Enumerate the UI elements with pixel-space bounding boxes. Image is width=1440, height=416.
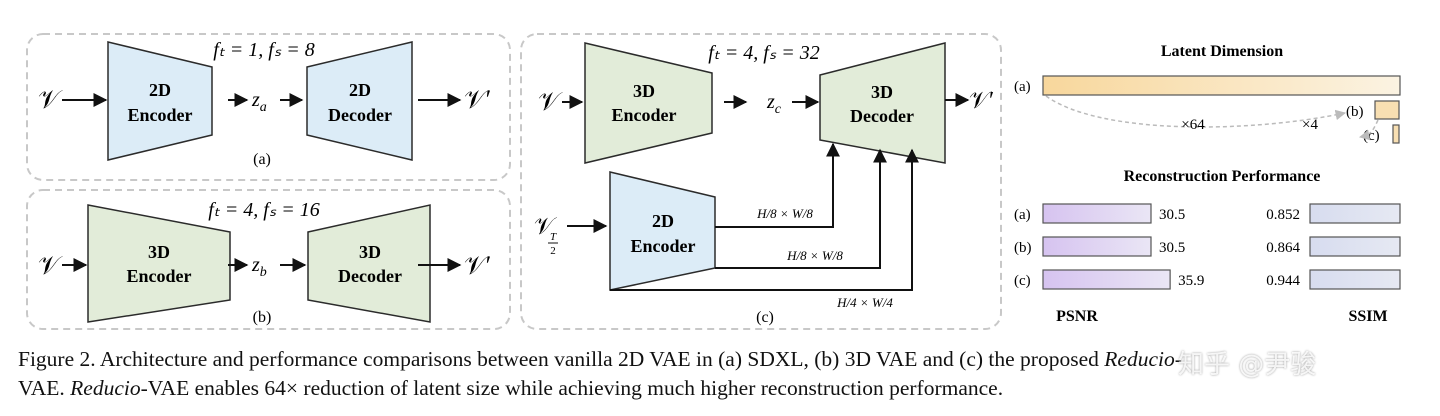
ssim-bar — [1309, 203, 1401, 224]
caption-line2-a: VAE. — [18, 376, 71, 400]
panel-c-decoder-line1: 3D — [871, 82, 893, 102]
panel-c-skip2-label: H/8 × W/8 — [786, 248, 843, 263]
panel-a-encoder — [107, 41, 213, 161]
panel-b-label: (b) — [253, 309, 272, 326]
psnr-label: PSNR — [1056, 308, 1098, 325]
psnr-value: 30.5 — [1159, 240, 1185, 256]
ssim-label: SSIM — [1348, 308, 1387, 325]
psnr-bar — [1042, 203, 1152, 224]
panel-a: fₜ = 1, fₛ = 8 𝒱 2D Encoder za 2D Decode… — [26, 33, 511, 181]
panel-c-encoder — [584, 42, 713, 164]
panel-c-params: fₜ = 4, fₛ = 32 — [708, 42, 819, 64]
reconstruction-rows: (a) 30.5 0.852 (b) 30.5 0.864 (c) 35.9 0.944 — [1014, 203, 1401, 290]
panel-c-frame — [520, 33, 1002, 330]
latent-curve-ab — [1045, 95, 1347, 128]
panel-b-decoder-line2: Decoder — [338, 266, 402, 286]
panel-a-decoder-line1: 2D — [349, 80, 371, 100]
caption-line2-c: -VAE enables 64× reduction of latent siz… — [140, 376, 1004, 400]
panel-c-encoder-line1: 3D — [633, 81, 655, 101]
ssim-value: 0.864 — [1266, 240, 1300, 256]
panel-c-encoder-line2: Encoder — [612, 105, 677, 125]
panel-c-label: (c) — [756, 309, 774, 326]
panel-a-decoder — [306, 41, 413, 161]
panel-c-input: 𝒱 — [538, 87, 563, 116]
panel-c-encoder2d-line1: 2D — [652, 211, 674, 231]
reconstruction-title: Reconstruction Performance — [1124, 168, 1321, 185]
caption-line2-b: Reducio — [70, 376, 141, 400]
psnr-bar — [1042, 269, 1171, 290]
ssim-bar — [1309, 269, 1401, 290]
panel-c-encoder2d — [609, 171, 716, 291]
panel-c-decoder-line2: Decoder — [850, 106, 914, 126]
panel-c-skip1-arrow — [715, 142, 840, 228]
panel-c: fₜ = 4, fₛ = 32 𝒱 3D Encoder zc 3D Decod… — [520, 33, 1002, 330]
panel-c-output: 𝒱′ — [969, 88, 994, 114]
panel-c-frame-sub-den: 2 — [550, 245, 556, 257]
panel-a-output: 𝒱′ — [464, 85, 491, 114]
latent-label-b: (b) — [1346, 104, 1364, 120]
latent-bar-c — [1392, 124, 1400, 144]
recon-row-label: (b) — [1014, 240, 1032, 256]
latent-dimension-chart: Latent Dimension (a) (b) (c) ×64 ×4 — [1014, 43, 1401, 144]
latent-bar-a — [1042, 75, 1401, 96]
panel-c-decoder — [819, 42, 946, 164]
panel-c-skip3-arrow — [610, 148, 919, 291]
latent-label-c: (c) — [1363, 128, 1380, 144]
panel-b-frame — [26, 189, 511, 330]
panel-b-input: 𝒱 — [38, 251, 63, 280]
recon-row-label: (a) — [1014, 207, 1031, 223]
caption-line1-c: - — [1174, 347, 1182, 371]
panel-b-encoder-line1: 3D — [148, 242, 170, 262]
panel-c-skip1-label: H/8 × W/8 — [756, 206, 813, 221]
panel-c-encoder2d-line2: Encoder — [631, 236, 696, 256]
panel-a-encoder-line1: 2D — [149, 80, 171, 100]
latent-label-a: (a) — [1014, 79, 1031, 95]
panel-c-skip2-arrow — [715, 148, 887, 269]
panel-a-label: (a) — [253, 151, 271, 168]
latent-ratio-ab: ×64 — [1181, 117, 1205, 133]
panel-c-latent: zc — [766, 91, 782, 117]
panel-b-latent: zb — [251, 254, 267, 280]
latent-bar-b — [1374, 100, 1400, 120]
panel-c-frame-sub-num: T — [550, 231, 557, 243]
psnr-value: 35.9 — [1178, 273, 1204, 289]
panel-a-params: fₜ = 1, fₛ = 8 — [213, 39, 314, 61]
panel-a-latent: za — [251, 89, 267, 115]
psnr-bar — [1042, 236, 1152, 257]
panel-b-decoder — [307, 204, 431, 323]
ssim-value: 0.852 — [1266, 207, 1300, 223]
latent-curve-bc — [1358, 119, 1379, 141]
watermark: 知乎 @尹骏 — [1178, 350, 1317, 380]
panel-a-encoder-line2: Encoder — [128, 105, 193, 125]
panel-b-params: fₜ = 4, fₛ = 16 — [208, 199, 319, 221]
recon-row-label: (c) — [1014, 273, 1031, 289]
panel-a-input: 𝒱 — [38, 85, 63, 114]
caption-line1-a: Figure 2. Architecture and performance c… — [18, 347, 1105, 371]
panel-c-skip3-label: H/4 × W/4 — [836, 295, 893, 310]
latent-dimension-title: Latent Dimension — [1161, 43, 1283, 60]
latent-ratio-bc: ×4 — [1302, 117, 1318, 133]
caption-line1-b: Reducio — [1104, 347, 1175, 371]
panel-b: fₜ = 4, fₛ = 16 𝒱 3D Encoder zb 3D Decod… — [26, 189, 511, 330]
ssim-value: 0.944 — [1266, 273, 1300, 289]
panel-a-decoder-line2: Decoder — [328, 105, 392, 125]
figure-caption: Figure 2. Architecture and performance c… — [18, 345, 1433, 403]
panel-a-frame — [26, 33, 511, 181]
panel-b-output: 𝒱′ — [464, 251, 491, 280]
psnr-value: 30.5 — [1159, 207, 1185, 223]
panel-b-encoder-line2: Encoder — [127, 266, 192, 286]
panel-b-encoder — [87, 204, 231, 323]
ssim-bar — [1309, 236, 1401, 257]
panel-b-decoder-line1: 3D — [359, 242, 381, 262]
